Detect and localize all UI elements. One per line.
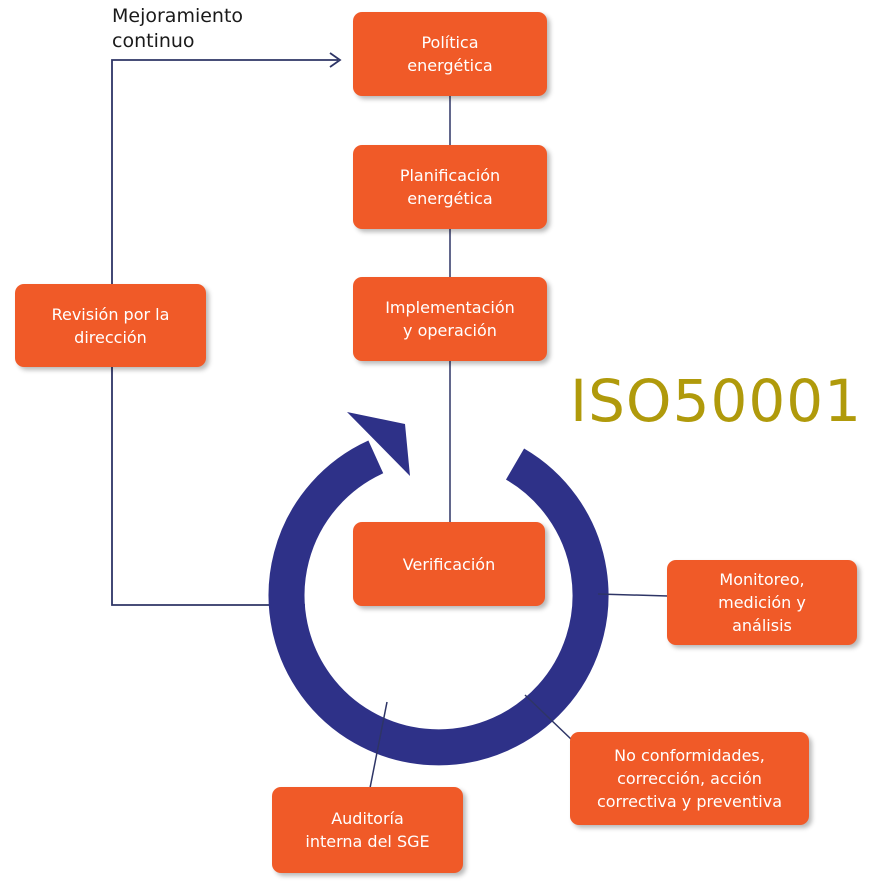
arrow-right-icon xyxy=(329,52,342,68)
continuous-improvement-label: Mejoramiento continuo xyxy=(112,5,244,52)
auditoria-connector xyxy=(369,701,388,789)
monitoreo-box: Monitoreo, medición y análisis xyxy=(667,560,857,645)
monitoreo-connector xyxy=(597,593,669,597)
implementacion-operacion-box: Implementación y operación xyxy=(353,277,547,361)
planificacion-energetica-box: Planificación energética xyxy=(353,145,547,229)
iso50001-title: ISO50001 xyxy=(570,367,863,435)
circular-arrow-head xyxy=(347,412,410,476)
verificacion-box: Verificación xyxy=(353,522,545,606)
circular-arrow-icon xyxy=(268,440,609,766)
no-conformidades-box: No conformidades, corrección, acción cor… xyxy=(570,732,809,825)
no-conformidades-connector xyxy=(524,694,573,741)
politica-energetica-box: Política energética xyxy=(353,12,547,96)
revision-direccion-box: Revisión por la dirección xyxy=(15,284,206,367)
auditoria-box: Auditoría interna del SGE xyxy=(272,787,463,873)
